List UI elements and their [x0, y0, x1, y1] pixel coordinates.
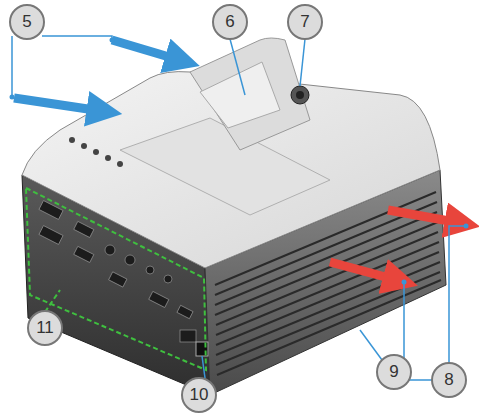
callout-number: 10 — [182, 378, 216, 412]
callout-number: 8 — [432, 363, 466, 397]
callout-number: 9 — [377, 355, 411, 389]
callout-number: 6 — [213, 5, 247, 39]
callout-number: 5 — [10, 5, 44, 39]
callout-number: 11 — [28, 311, 62, 345]
callout-number: 7 — [288, 5, 322, 39]
